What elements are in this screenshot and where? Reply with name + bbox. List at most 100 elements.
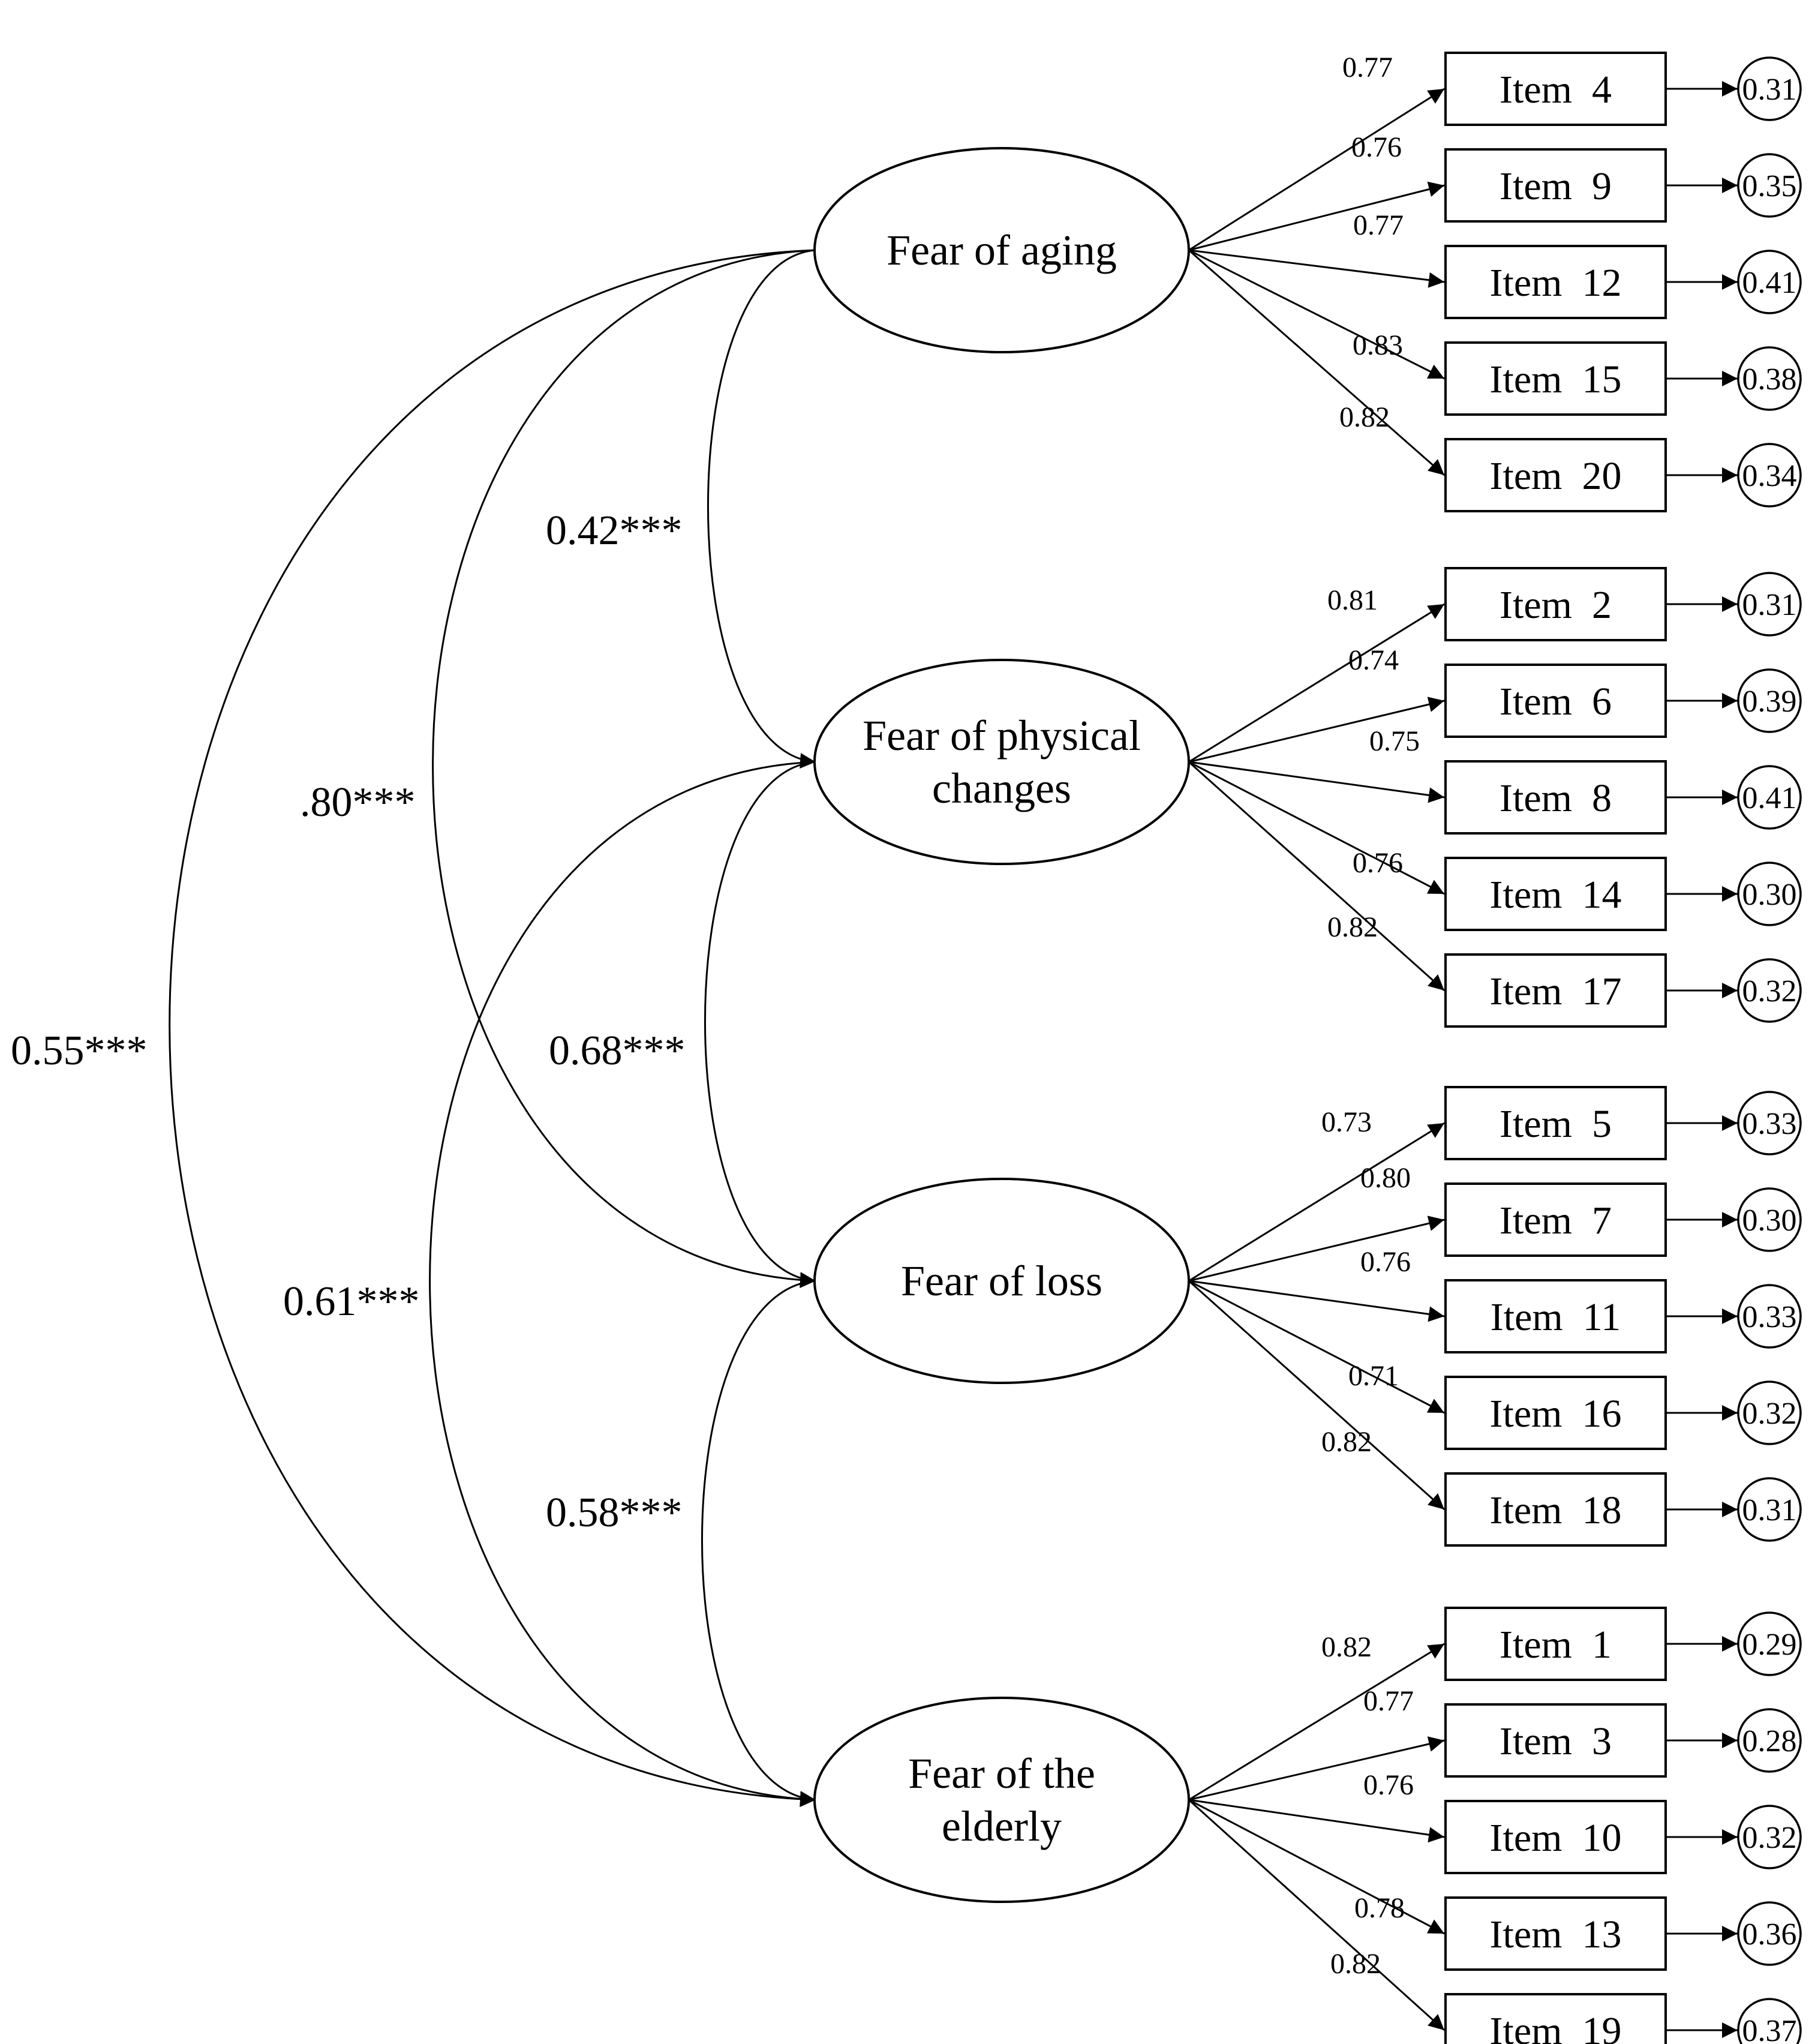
loading-value: 0.76 xyxy=(1360,1246,1411,1278)
error-term-value: 0.37 xyxy=(1742,2014,1797,2044)
latent-factor-ellipse xyxy=(813,147,1190,353)
error-term-value: 0.30 xyxy=(1742,1203,1797,1238)
error-term-circle xyxy=(1737,1284,1802,1349)
loading-path xyxy=(1188,1799,1446,2031)
item-box xyxy=(1444,1376,1667,1450)
loading-value: 0.73 xyxy=(1321,1106,1372,1138)
error-term-value: 0.41 xyxy=(1742,266,1797,300)
latent-factor-label: changes xyxy=(932,764,1071,812)
latent-factor-label: Fear of physical xyxy=(863,712,1141,760)
item-label: Item 1 xyxy=(1500,1623,1612,1667)
item-box xyxy=(1444,148,1667,223)
correlation-label: 0.61*** xyxy=(283,1278,420,1325)
error-term-circle xyxy=(1737,668,1802,733)
loading-path xyxy=(1188,1280,1445,1414)
item-box xyxy=(1444,1086,1667,1160)
error-term-value: 0.35 xyxy=(1742,169,1797,203)
loading-value: 0.78 xyxy=(1354,1892,1405,1924)
latent-factor-ellipse xyxy=(813,659,1190,865)
error-term-circle xyxy=(1737,1091,1802,1155)
item-label: Item 17 xyxy=(1490,970,1622,1013)
error-term-value: 0.29 xyxy=(1742,1628,1797,1662)
loading-path xyxy=(1188,1799,1445,1843)
latent-factor-label: elderly xyxy=(942,1802,1062,1850)
loading-path xyxy=(1188,1122,1445,1282)
correlation-arc xyxy=(432,241,832,1288)
item-label: Item 7 xyxy=(1500,1199,1612,1242)
error-term-circle xyxy=(1737,443,1802,508)
correlation-label: .80*** xyxy=(300,779,416,826)
loading-value: 0.82 xyxy=(1327,911,1378,943)
error-term-value: 0.34 xyxy=(1742,459,1797,493)
item-box xyxy=(1444,1182,1667,1257)
correlation-arc xyxy=(701,1272,832,1807)
item-label: Item 4 xyxy=(1500,68,1612,112)
loading-value: 0.82 xyxy=(1321,1631,1372,1663)
error-term-circle xyxy=(1737,572,1802,637)
loading-path xyxy=(1188,249,1445,380)
loading-path xyxy=(1188,249,1445,476)
factor-correlations: 0.42*** 0.68*** 0.58*** .80*** 0.61*** 0.55**… xyxy=(11,241,832,1808)
item-box xyxy=(1444,567,1667,641)
error-term-value: 0.30 xyxy=(1742,878,1797,912)
error-term-value: 0.32 xyxy=(1742,1397,1797,1431)
error-term-circle xyxy=(1737,56,1802,121)
item-box xyxy=(1444,953,1667,1028)
latent-factor-label: Fear of loss xyxy=(901,1257,1102,1305)
loading-path xyxy=(1188,697,1445,763)
item-box xyxy=(1444,341,1667,416)
loading-path xyxy=(1188,1643,1445,1801)
loading-value: 0.82 xyxy=(1339,401,1390,433)
loading-value: 0.76 xyxy=(1353,847,1403,879)
item-label: Item 2 xyxy=(1500,583,1612,627)
error-term-circle xyxy=(1737,1708,1802,1773)
error-term-value: 0.38 xyxy=(1742,362,1797,397)
loading-path xyxy=(1188,1280,1445,1511)
loading-path xyxy=(1188,1215,1445,1282)
item-box xyxy=(1444,1703,1667,1778)
error-term-value: 0.33 xyxy=(1742,1107,1797,1141)
item-label: Item 3 xyxy=(1500,1719,1612,1763)
loading-value: 0.82 xyxy=(1321,1426,1372,1458)
item-label: Item 19 xyxy=(1490,2009,1622,2044)
loading-value: 0.74 xyxy=(1348,644,1399,676)
loading-value: 0.77 xyxy=(1342,52,1393,83)
error-term-circle xyxy=(1737,153,1802,218)
error-term-circle xyxy=(1737,1477,1802,1542)
loading-path xyxy=(1188,761,1445,895)
item-label: Item 9 xyxy=(1500,164,1612,208)
error-term-value: 0.32 xyxy=(1742,974,1797,1009)
loading-value: 0.80 xyxy=(1360,1162,1411,1194)
error-term-value: 0.41 xyxy=(1742,781,1797,815)
loading-value: 0.82 xyxy=(1330,1948,1381,1980)
correlation-label: 0.42*** xyxy=(546,508,683,554)
item-box xyxy=(1444,760,1667,835)
correlation-label: 0.58*** xyxy=(546,1490,683,1536)
correlation-arc xyxy=(707,241,832,769)
error-term-value: 0.33 xyxy=(1742,1300,1797,1334)
error-term-value: 0.31 xyxy=(1742,1493,1797,1527)
item-box xyxy=(1444,1472,1667,1547)
item-label: Item 18 xyxy=(1490,1488,1622,1532)
item-label: Item 8 xyxy=(1500,776,1612,820)
latent-factor-label: Fear of the xyxy=(908,1749,1095,1797)
error-term-circle xyxy=(1737,1611,1802,1676)
item-box xyxy=(1444,857,1667,931)
item-box xyxy=(1444,1800,1667,1874)
latent-factor-ellipse xyxy=(813,1697,1190,1903)
item-label: Item 10 xyxy=(1490,1816,1622,1860)
error-term-circle xyxy=(1737,1901,1802,1966)
error-term-circle xyxy=(1737,1805,1802,1869)
loading-path xyxy=(1188,1736,1445,1801)
correlation-label: 0.68*** xyxy=(549,1028,686,1074)
correlation-label: 0.55*** xyxy=(11,1028,148,1074)
item-box xyxy=(1444,1607,1667,1681)
error-term-circle xyxy=(1737,1998,1802,2044)
error-term-value: 0.31 xyxy=(1742,588,1797,622)
error-term-circle xyxy=(1737,765,1802,830)
loading-path xyxy=(1188,1799,1445,1935)
item-label: Item 15 xyxy=(1490,358,1622,401)
error-term-value: 0.36 xyxy=(1742,1917,1797,1952)
item-box xyxy=(1444,1279,1667,1353)
